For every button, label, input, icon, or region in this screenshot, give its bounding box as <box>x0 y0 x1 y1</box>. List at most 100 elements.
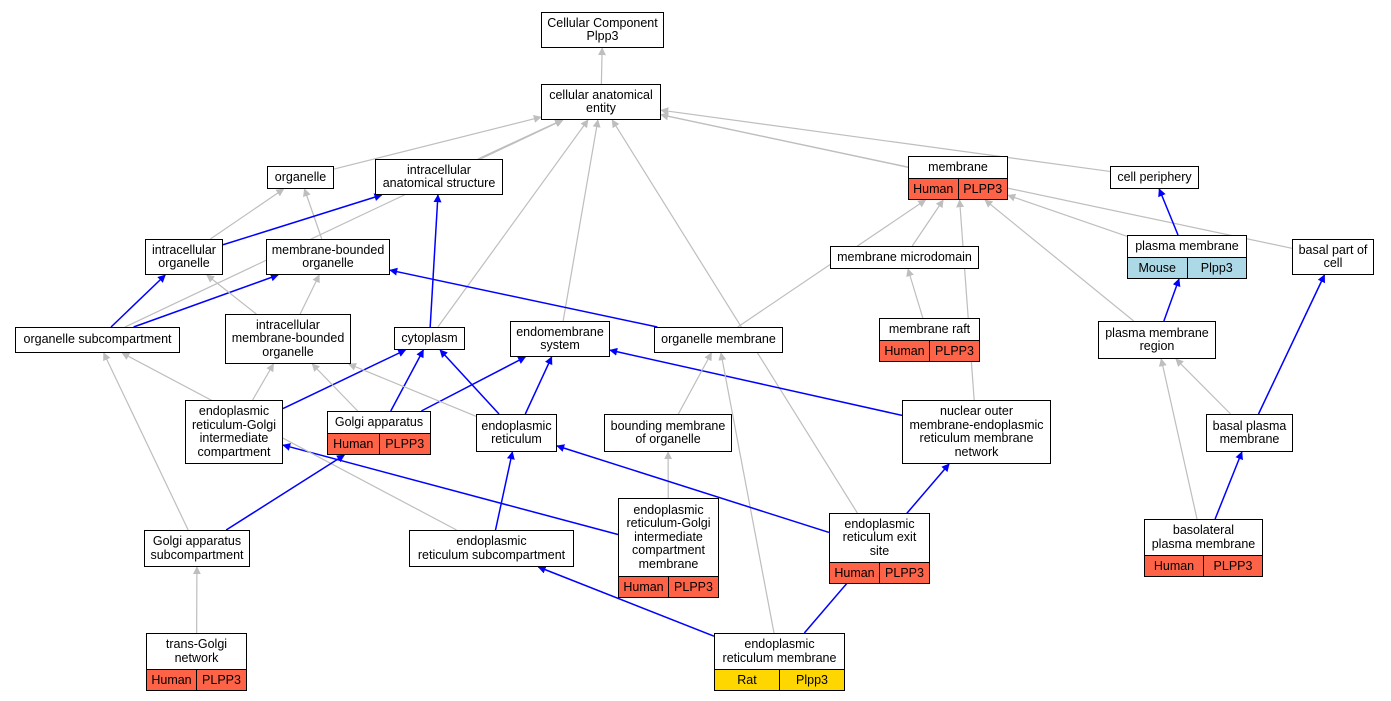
node-label: endomembrane system <box>516 324 604 352</box>
node-er-golgi-intermediate-compartment-membrane[interactable]: endoplasmic reticulum-Golgi intermediate… <box>618 498 719 598</box>
node-label: plasma membrane <box>1135 238 1239 253</box>
gene-cell: PLPP3 <box>929 341 979 361</box>
node-label: intracellular membrane-bounded organelle <box>231 317 345 359</box>
species-cell: Mouse <box>1128 258 1187 278</box>
node-membrane-bounded-organelle[interactable]: membrane-bounded organelle <box>266 239 390 275</box>
edge-cytoplasm-to-ias <box>429 194 442 328</box>
node-intracellular-membrane-bounded-organelle[interactable]: intracellular membrane-bounded organelle <box>225 314 351 364</box>
node-cellular-component-root[interactable]: Cellular Component Plpp3 <box>541 12 664 48</box>
gene-cell: Plpp3 <box>1186 258 1246 278</box>
node-label: basal part of cell <box>1298 242 1368 270</box>
node-cell-periphery[interactable]: cell periphery <box>1110 166 1199 189</box>
edge-imbo-to-icorg <box>206 274 257 315</box>
edge-bmo-to-orgmem <box>677 352 712 415</box>
gene-cell: PLPP3 <box>879 563 929 583</box>
edge-golgisub-to-orgsub <box>103 352 189 531</box>
node-label: basolateral plasma membrane <box>1151 523 1256 551</box>
node-label: membrane microdomain <box>837 249 972 264</box>
node-label: plasma membrane region <box>1105 325 1209 353</box>
node-endomembrane-system[interactable]: endomembrane system <box>510 321 610 357</box>
annotation-row: Human PLPP3 <box>147 669 246 690</box>
node-er-golgi-intermediate-compartment[interactable]: endoplasmic reticulum-Golgi intermediate… <box>185 400 283 464</box>
edge-memraft-to-memmicro <box>906 268 924 319</box>
node-organelle-membrane[interactable]: organelle membrane <box>654 327 783 353</box>
edge-golgisub-to-golgi <box>225 454 346 531</box>
node-trans-golgi-network[interactable]: trans-Golgi network Human PLPP3 <box>146 633 247 691</box>
node-cellular-anatomical-entity[interactable]: cellular anatomical entity <box>541 84 661 120</box>
node-basal-plasma-membrane[interactable]: basal plasma membrane <box>1206 414 1293 452</box>
edge-erexit-to-er <box>556 444 830 534</box>
node-membrane-raft[interactable]: membrane raft Human PLPP3 <box>879 318 980 362</box>
node-label: intracellular organelle <box>152 242 216 270</box>
node-label: Golgi apparatus <box>334 414 424 429</box>
edge-basolat-to-basalpm <box>1214 451 1243 520</box>
node-label: trans-Golgi network <box>165 637 228 665</box>
species-cell: Human <box>147 670 196 690</box>
node-label: endoplasmic reticulum-Golgi intermediate… <box>191 404 277 459</box>
annotation-row: Human PLPP3 <box>328 433 430 454</box>
edge-golgi-to-cytoplasm <box>390 349 425 412</box>
edge-icorg-to-organelle <box>210 188 285 240</box>
edge-pm-to-membrane <box>1007 193 1128 237</box>
edge-nucouter-to-membrane <box>956 199 975 401</box>
node-label: nuclear outer membrane-endoplasmic retic… <box>909 404 1044 459</box>
gene-cell: PLPP3 <box>957 179 1007 199</box>
edge-mbo-to-organelle <box>303 188 323 240</box>
node-label: endoplasmic reticulum-Golgi intermediate… <box>626 502 711 571</box>
node-membrane-microdomain[interactable]: membrane microdomain <box>830 246 979 269</box>
edge-organelle-to-cae <box>333 114 542 170</box>
edge-er-to-imbo <box>348 363 477 417</box>
node-label: endoplasmic reticulum subcompartment <box>417 534 566 562</box>
node-intracellular-organelle[interactable]: intracellular organelle <box>145 239 223 275</box>
edge-endomem-to-cae <box>562 119 601 322</box>
node-basal-part-of-cell[interactable]: basal part of cell <box>1292 239 1374 275</box>
edge-cae-to-root <box>597 47 606 85</box>
node-label: organelle subcompartment <box>23 332 172 347</box>
edge-ergicmem-to-ergic <box>282 443 619 536</box>
node-endoplasmic-reticulum-membrane[interactable]: endoplasmic reticulum membrane Rat Plpp3 <box>714 633 845 691</box>
annotation-row: Rat Plpp3 <box>715 669 844 690</box>
node-nuclear-outer-membrane-er-network[interactable]: nuclear outer membrane-endoplasmic retic… <box>902 400 1051 464</box>
node-plasma-membrane[interactable]: plasma membrane Mouse Plpp3 <box>1127 235 1247 279</box>
annotation-row: Human PLPP3 <box>880 340 979 361</box>
edge-pmregion-to-membrane <box>984 199 1135 322</box>
edge-ermem-to-orgmem <box>718 352 775 634</box>
gene-cell: Plpp3 <box>779 670 844 690</box>
node-label: membrane raft <box>888 321 971 336</box>
node-membrane[interactable]: membrane Human PLPP3 <box>908 156 1008 200</box>
node-label: basal plasma membrane <box>1212 418 1287 446</box>
node-label: membrane-bounded organelle <box>271 242 385 270</box>
edge-pmregion-to-pm <box>1163 278 1181 322</box>
node-organelle-subcompartment[interactable]: organelle subcompartment <box>15 327 180 353</box>
node-endoplasmic-reticulum[interactable]: endoplasmic reticulum <box>476 414 557 452</box>
annotation-row: Human PLPP3 <box>909 178 1007 199</box>
node-er-exit-site[interactable]: endoplasmic reticulum exit site Human PL… <box>829 513 930 584</box>
edge-ersub-to-er <box>494 451 515 531</box>
node-golgi-apparatus[interactable]: Golgi apparatus Human PLPP3 <box>327 411 431 455</box>
node-label: Golgi apparatus subcompartment <box>150 534 244 562</box>
node-bounding-membrane-of-organelle[interactable]: bounding membrane of organelle <box>604 414 732 452</box>
node-label: cell periphery <box>1117 169 1192 184</box>
node-organelle[interactable]: organelle <box>267 166 334 189</box>
node-intracellular-anatomical-structure[interactable]: intracellular anatomical structure <box>375 159 503 195</box>
node-cytoplasm[interactable]: cytoplasm <box>394 327 465 350</box>
gene-cell: PLPP3 <box>196 670 246 690</box>
edge-orgsub-to-cae <box>124 119 564 328</box>
node-label: bounding membrane of organelle <box>610 418 726 446</box>
gene-cell: PLPP3 <box>378 434 430 454</box>
edge-imbo-to-mbo <box>299 274 320 315</box>
edge-cytoplasm-to-cae <box>437 119 589 328</box>
species-cell: Human <box>619 577 668 597</box>
node-label: Cellular Component Plpp3 <box>547 15 658 43</box>
node-label: endoplasmic reticulum <box>481 418 552 446</box>
node-golgi-apparatus-subcompartment[interactable]: Golgi apparatus subcompartment <box>144 530 250 567</box>
node-er-subcompartment[interactable]: endoplasmic reticulum subcompartment <box>409 530 574 567</box>
edge-basolat-to-pmregion <box>1158 358 1198 520</box>
node-plasma-membrane-region[interactable]: plasma membrane region <box>1098 321 1216 359</box>
node-label: membrane <box>928 159 988 174</box>
edge-orgmem-to-mbo <box>389 267 658 328</box>
node-basolateral-plasma-membrane[interactable]: basolateral plasma membrane Human PLPP3 <box>1144 519 1263 577</box>
node-label: intracellular anatomical structure <box>382 162 496 190</box>
edge-memmicro-to-membrane <box>911 199 944 247</box>
